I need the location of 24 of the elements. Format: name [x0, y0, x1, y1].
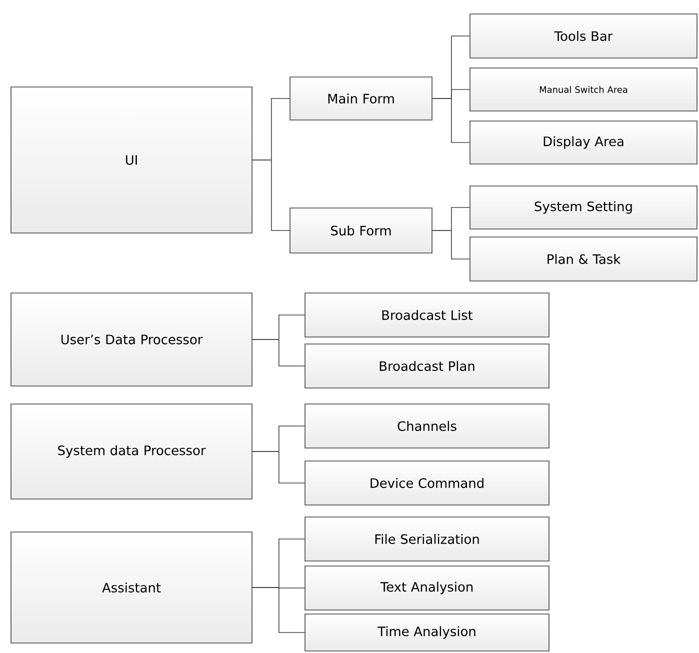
process-box: Main Form: [290, 76, 432, 120]
process-box: Display Area: [470, 120, 698, 164]
connector-line: [252, 160, 290, 231]
process-box: Plan & Task: [470, 236, 698, 282]
connector-line: [432, 98, 470, 143]
process-box: Broadcast List: [304, 292, 550, 338]
process-box: Tools Bar: [470, 14, 698, 58]
process-box: System Setting: [470, 186, 698, 230]
process-box: Assistant: [10, 532, 252, 644]
process-box: File Serialization: [304, 516, 550, 562]
process-box: Time Analysion: [304, 614, 550, 652]
connector-line: [252, 451, 305, 484]
process-box: Channels: [304, 404, 550, 448]
connector-line: [432, 230, 470, 260]
process-box: Text Analysion: [304, 566, 550, 610]
process-box: System data Processor: [10, 404, 252, 500]
process-box: Device Command: [304, 460, 550, 506]
process-box: Sub Form: [290, 208, 432, 254]
process-box: UI: [10, 86, 252, 234]
connector-line: [252, 339, 305, 366]
process-box: Manual Switch Area: [470, 68, 698, 112]
connector-line: [252, 587, 305, 633]
process-box: User’s Data Processor: [10, 292, 252, 386]
process-box: Broadcast Plan: [304, 344, 550, 388]
